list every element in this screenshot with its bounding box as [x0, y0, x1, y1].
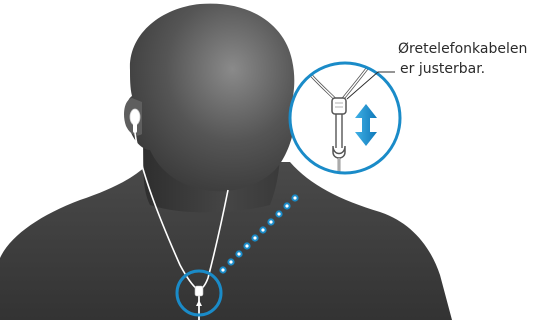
magnified-view — [290, 62, 400, 180]
callout-label-line1: Øretelefonkabelen — [398, 41, 527, 58]
callout-label-line2: er justerbar. — [400, 61, 485, 78]
